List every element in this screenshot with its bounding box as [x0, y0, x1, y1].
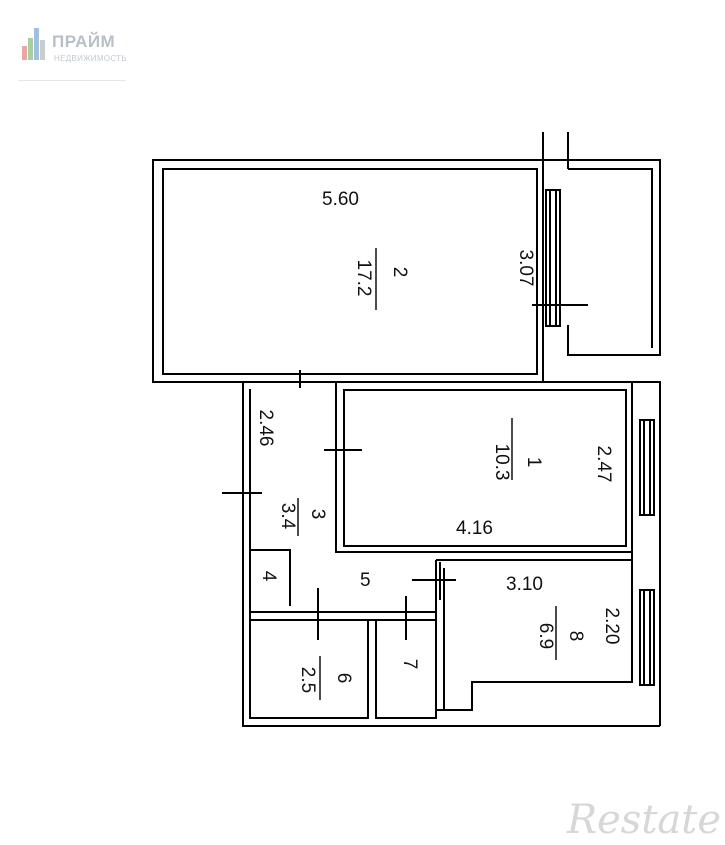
logo-bar-1 [22, 46, 27, 60]
logo-bar-2 [28, 38, 33, 60]
wall-room-1-outer [335, 381, 633, 553]
room-1-number: 1 [523, 457, 544, 468]
watermark: Restate [567, 797, 721, 843]
window-room-8 [639, 589, 655, 686]
wall-right-outer [632, 381, 661, 726]
room-8-number: 8 [565, 631, 586, 642]
room-labels: 5.60 3.07 2 17.2 1 10.3 2.47 4.16 2.46 3… [255, 189, 622, 700]
logo-bar-3 [34, 28, 39, 60]
wall-room-2-inner [162, 168, 538, 375]
room-4-number: 4 [258, 571, 279, 582]
room-2-number: 2 [389, 267, 410, 278]
room-6-area: 2.5 [297, 667, 318, 693]
room-3-length: 2.46 [255, 410, 276, 447]
building-bars-icon [22, 28, 45, 60]
room-5-number: 5 [360, 570, 371, 591]
room-2-length: 5.60 [322, 189, 359, 210]
room-2-width: 3.07 [515, 250, 536, 287]
window-room-2 [545, 189, 561, 327]
wall-room-6 [249, 619, 369, 719]
window-room-1 [639, 419, 655, 516]
logo-name: ПРАЙМ [52, 32, 116, 51]
wall-balcony-inner [568, 168, 653, 348]
room-2-area: 17.2 [353, 260, 374, 297]
room-7-number: 7 [399, 659, 420, 670]
logo-subtitle: НЕДВИЖИМОСТЬ [54, 54, 127, 63]
room-6-number: 6 [333, 673, 354, 684]
wall-room-1-inner [343, 389, 627, 547]
room-8-width: 2.20 [601, 608, 622, 645]
room-1-area: 10.3 [491, 444, 512, 481]
door-markers [222, 304, 588, 640]
room-3-area: 3.4 [277, 503, 298, 530]
logo-divider [18, 80, 126, 81]
logo-bar-4 [40, 40, 45, 60]
walls [152, 132, 661, 727]
room-1-length: 4.16 [456, 518, 493, 539]
room-8-length: 3.10 [506, 574, 543, 595]
agency-logo: ПРАЙМ НЕДВИЖИМОСТЬ [18, 18, 128, 81]
room-3-number: 3 [307, 509, 328, 520]
wall-balcony-outer [543, 159, 661, 356]
room-8-area: 6.9 [535, 623, 556, 649]
wall-hall-outer [153, 381, 660, 727]
room-1-width: 2.47 [593, 446, 614, 483]
